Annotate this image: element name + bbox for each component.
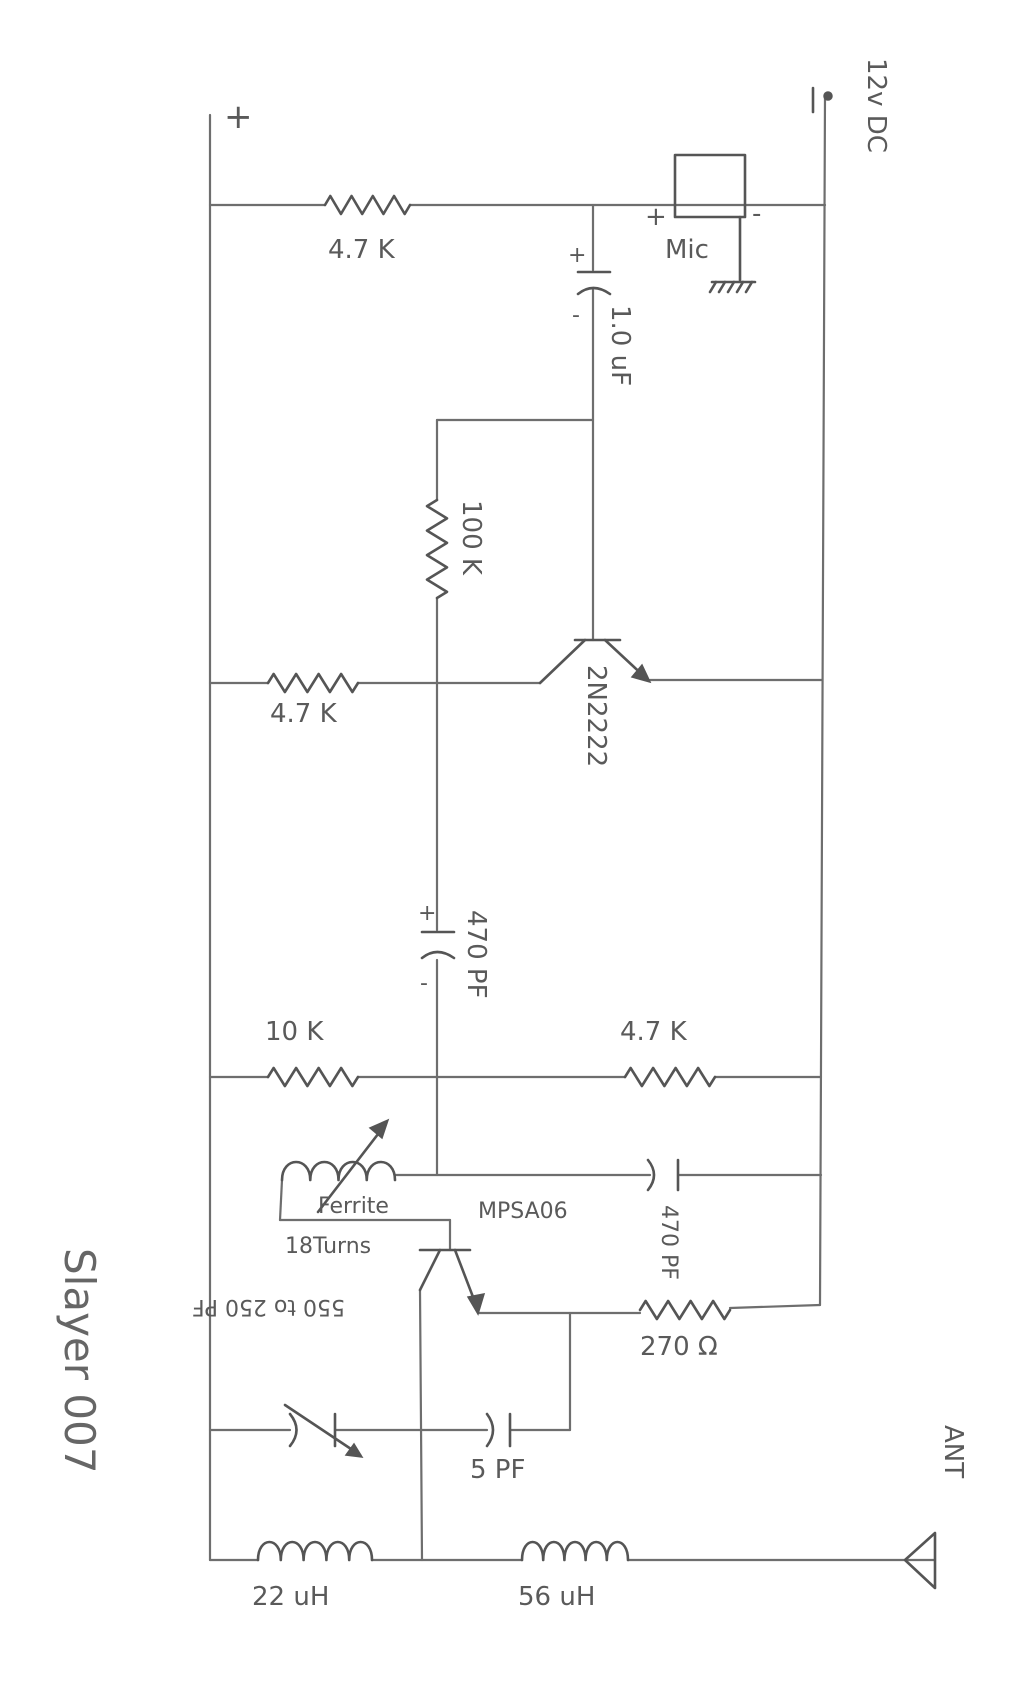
signature: Slayer 007	[55, 1248, 104, 1474]
resistor-r5	[623, 1066, 717, 1088]
ferrite-coil-arrow	[316, 1123, 387, 1214]
coil-core-label: Ferrite	[318, 1194, 389, 1219]
resistor-r2	[425, 498, 449, 600]
capacitor-c1-curve	[576, 286, 612, 296]
r2-label: 100 K	[456, 500, 486, 576]
capacitor-c3-curve	[646, 1158, 656, 1192]
ground-symbol-hatch	[744, 280, 754, 294]
transistor-q1-collector	[538, 638, 587, 685]
ferrite-coil	[280, 1160, 397, 1182]
c2-label: 470 PF	[461, 910, 491, 999]
right-rail	[818, 93, 827, 1307]
r1-label: 4.7 K	[328, 235, 396, 265]
q2-label: MPSA06	[478, 1199, 568, 1224]
c1-minus-label: -	[572, 303, 580, 328]
trimmer-capacitor-arrow	[283, 1403, 362, 1457]
c2-minus-label: -	[420, 971, 428, 996]
ground-symbol-hatch	[717, 280, 727, 294]
supply-label: 12v DC	[861, 58, 891, 153]
c1-label: 1.0 uF	[605, 305, 635, 386]
r3-label: 4.7 K	[270, 699, 338, 729]
trimmer-label: 550 to 250 PF	[192, 1294, 345, 1319]
components	[256, 86, 937, 1590]
ground-symbol-hatch	[735, 280, 745, 294]
c4-label: 5 PF	[470, 1455, 525, 1485]
trimmer-capacitor-arrowhead	[344, 1442, 364, 1458]
coil-turns-label: 18Turns	[285, 1234, 371, 1259]
inductor-l1	[256, 1540, 374, 1562]
r5-label: 4.7 K	[620, 1017, 688, 1047]
c2-plus-label: +	[418, 901, 436, 926]
ground-symbol-hatch	[726, 280, 736, 294]
labels: + 12v DC Mic + - 4.7 K + - 1.0 uF 100 K …	[55, 58, 968, 1612]
trimmer-capacitor-curve	[288, 1412, 298, 1448]
q1-label: 2N2222	[581, 665, 611, 767]
r4-label: 10 K	[265, 1017, 324, 1047]
mic-plus-label: +	[645, 202, 667, 232]
l2-label: 56 uH	[518, 1582, 595, 1612]
resistor-r4	[266, 1066, 360, 1088]
supply-terminal-dot	[823, 91, 833, 101]
wires	[208, 93, 937, 1562]
r6-label: 270 Ω	[640, 1332, 718, 1362]
c3-label: 470 PF	[656, 1205, 681, 1280]
ferrite-coil-arrowhead	[368, 1118, 390, 1140]
transistor-q2-arrow	[466, 1293, 486, 1316]
capacitor-c4-curve	[485, 1412, 495, 1448]
transistor-q2-collector	[418, 1248, 442, 1292]
resistor-r3	[266, 672, 360, 694]
inductor-l2	[520, 1540, 630, 1562]
plus-terminal-label: +	[224, 97, 253, 137]
resistor-r6	[638, 1299, 732, 1321]
antenna-symbol	[903, 1531, 937, 1590]
microphone	[673, 153, 747, 219]
antenna-label: ANT	[938, 1425, 968, 1478]
resistor-r1	[323, 194, 412, 216]
ground-symbol-hatch	[708, 280, 718, 294]
c1-plus-label: +	[568, 243, 586, 268]
mic-minus-label: -	[752, 199, 761, 229]
l1-label: 22 uH	[252, 1582, 329, 1612]
capacitor-c2-curve	[420, 950, 456, 960]
mic-label: Mic	[665, 235, 709, 265]
transistor-q1-arrow	[630, 663, 652, 684]
